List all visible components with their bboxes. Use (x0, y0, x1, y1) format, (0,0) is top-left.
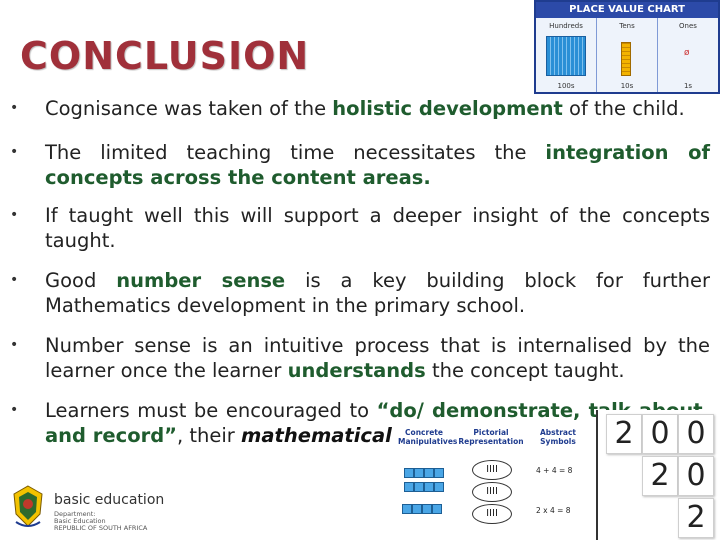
logo-sub-line: Department: (54, 510, 96, 518)
bullet-icon: • (10, 337, 19, 353)
tally-circle: IIII (472, 504, 512, 524)
logo-sub-line: Basic Education (54, 517, 106, 525)
hundred-block-icon (546, 36, 586, 76)
bullet-text: the concept taught. (425, 359, 625, 382)
digit-card: 2 (678, 498, 714, 538)
place-value-chart-title: PLACE VALUE CHART (536, 2, 718, 18)
digit-card: 0 (678, 456, 714, 496)
cube-icon (404, 468, 414, 478)
cube-icon (422, 504, 432, 514)
cube-icon (424, 468, 434, 478)
bullet-text: If taught well this will support a deepe… (45, 204, 710, 252)
cube-icon (414, 482, 424, 492)
place-value-chart: PLACE VALUE CHART Hundreds 100s Tens 10s… (534, 0, 720, 94)
tally-circle: IIII (472, 460, 512, 480)
bullet-emphasis: integration of concepts across the conte… (45, 141, 710, 189)
cube-icon (434, 468, 444, 478)
equation: 2 x 4 = 8 (536, 506, 571, 515)
digit-card: 2 (642, 456, 678, 496)
hundreds-label: Hundreds (549, 22, 583, 30)
bullet-emphasis: “do/ demonstrate, talk about, and record… (45, 399, 710, 447)
hundreds-footer: 100s (557, 82, 575, 90)
bullet-text: is a key building block for further Math… (45, 269, 710, 317)
manipulatives-illustration: Concrete Manipulatives Pictorial Represe… (398, 420, 598, 540)
bullet-emphasis: number sense (116, 269, 286, 292)
ones-label: Ones (679, 22, 697, 30)
logo-name: basic education (54, 492, 165, 508)
concrete-label: Concrete Manipulatives (398, 428, 458, 446)
coat-of-arms-icon (13, 485, 43, 527)
bullet-text: of the child. (562, 97, 685, 120)
bullet-icon: • (10, 272, 19, 288)
bullet-text: The limited teaching time necessitates t… (45, 141, 546, 164)
cube-icon (412, 504, 422, 514)
cube-icon (402, 504, 412, 514)
tally-circle: IIII (472, 482, 512, 502)
tens-label: Tens (619, 22, 635, 30)
bullet-emphasis: understands (287, 359, 426, 382)
hundreds-column: Hundreds 100s (536, 18, 597, 92)
bullet-icon: • (10, 100, 19, 116)
pictorial-label: Pictorial Representation (458, 428, 524, 446)
cube-icon (424, 482, 434, 492)
digit-card: 2 (606, 414, 642, 454)
cube-icon (404, 482, 414, 492)
cube-icon (434, 482, 444, 492)
bullet-icon: • (10, 402, 19, 418)
bullet-text: Number sense is an intuitive process tha… (45, 334, 710, 382)
digit-card: 0 (678, 414, 714, 454)
equation: 4 + 4 = 8 (536, 466, 573, 475)
bullet-emphasis: holistic development (332, 97, 563, 120)
tens-column: Tens 10s (597, 18, 658, 92)
logo-sub-line: REPUBLIC OF SOUTH AFRICA (54, 524, 148, 532)
cube-icon (414, 468, 424, 478)
ones-footer: 1s (683, 82, 693, 90)
tens-footer: 10s (620, 82, 634, 90)
ones-mark: ø (684, 48, 690, 58)
ones-column: Ones ø 1s (658, 18, 718, 92)
page-title: CONCLUSION (20, 34, 310, 78)
digit-card: 0 (642, 414, 678, 454)
bullet-text: , their (176, 424, 242, 447)
bullet-icon: • (10, 144, 19, 160)
logo: basic education Department: Basic Educat… (4, 480, 194, 536)
digit-cards: 2 0 0 2 0 2 (596, 410, 720, 540)
ten-rod-icon (621, 42, 631, 76)
bullet-text: Good (45, 269, 117, 292)
bullet-text: Cognisance was taken of the (45, 97, 333, 120)
bullet-icon: • (10, 207, 19, 223)
abstract-label: Abstract Symbols (539, 428, 576, 446)
cube-icon (432, 504, 442, 514)
bullet-text: Learners must be encouraged to (45, 399, 377, 422)
